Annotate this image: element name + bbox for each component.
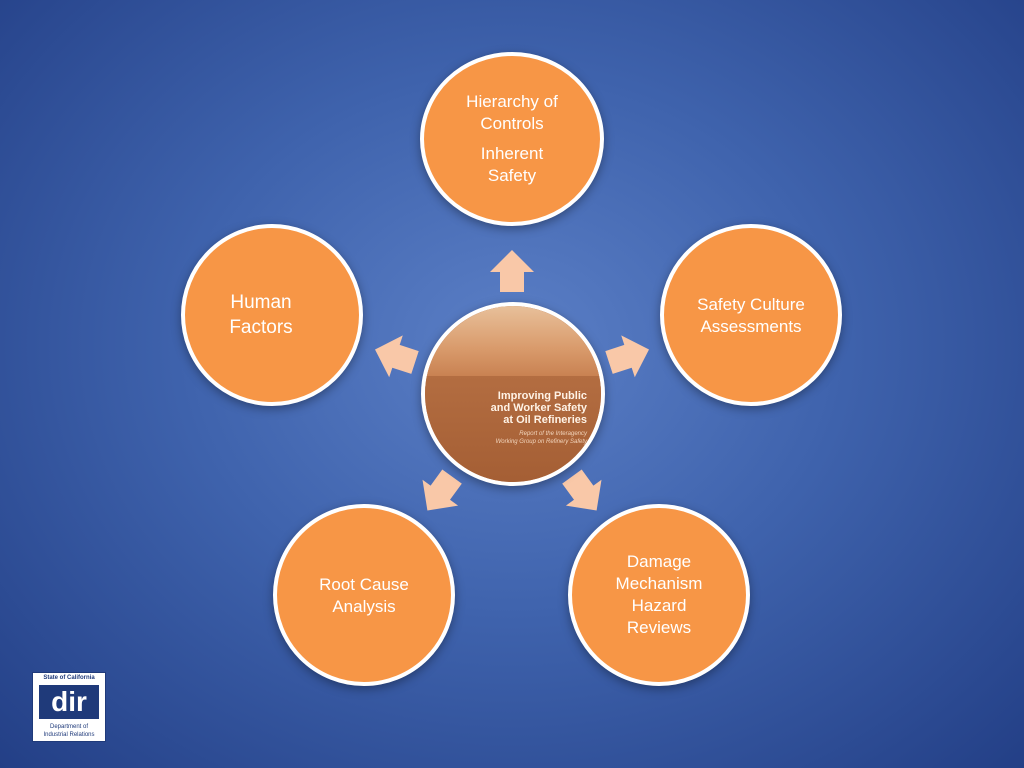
node-text: Reviews bbox=[626, 618, 692, 637]
node-text: Safety Culture bbox=[697, 295, 805, 314]
node-text: Hierarchy of bbox=[466, 92, 558, 111]
node-text: Factors bbox=[229, 317, 293, 338]
node-text: Human bbox=[230, 292, 292, 313]
report-cover-image: Improving Public and Worker Safety at Oi… bbox=[421, 302, 605, 486]
cover-subtitle: Report of the Interagency Working Group … bbox=[495, 431, 587, 445]
node-human-factors: Human Factors bbox=[181, 224, 363, 406]
cover-title: Improving Public and Worker Safety at Oi… bbox=[490, 390, 587, 426]
dir-logo: State of California dir Department of In… bbox=[32, 672, 106, 742]
node-text: Assessments bbox=[700, 317, 802, 336]
node-text: Analysis bbox=[332, 597, 396, 616]
node-root-cause-analysis: Root Cause Analysis bbox=[273, 504, 455, 686]
node-hierarchy-of-controls: Hierarchy of Controls Inherent Safety bbox=[420, 52, 604, 226]
node-safety-culture-assessments: Safety Culture Assessments bbox=[660, 224, 842, 406]
node-text: Hazard bbox=[631, 596, 687, 615]
node-damage-mechanism-hazard-reviews: Damage Mechanism Hazard Reviews bbox=[568, 504, 750, 686]
arrow-left bbox=[375, 335, 419, 378]
arrow-up bbox=[490, 250, 534, 292]
node-text: Root Cause bbox=[319, 575, 409, 594]
cover-band bbox=[425, 376, 601, 482]
logo-department-text: Department of Industrial Relations bbox=[43, 724, 95, 738]
logo-state-text: State of California bbox=[43, 675, 95, 681]
node-text: Damage bbox=[626, 552, 692, 571]
node-text: Mechanism bbox=[615, 574, 703, 593]
node-text: Safety bbox=[487, 166, 537, 185]
node-text: Controls bbox=[480, 114, 544, 133]
arrow-right bbox=[605, 335, 649, 378]
refinery-photo bbox=[425, 306, 601, 376]
node-text: Inherent bbox=[480, 144, 544, 163]
logo-mark: dir bbox=[39, 685, 99, 719]
